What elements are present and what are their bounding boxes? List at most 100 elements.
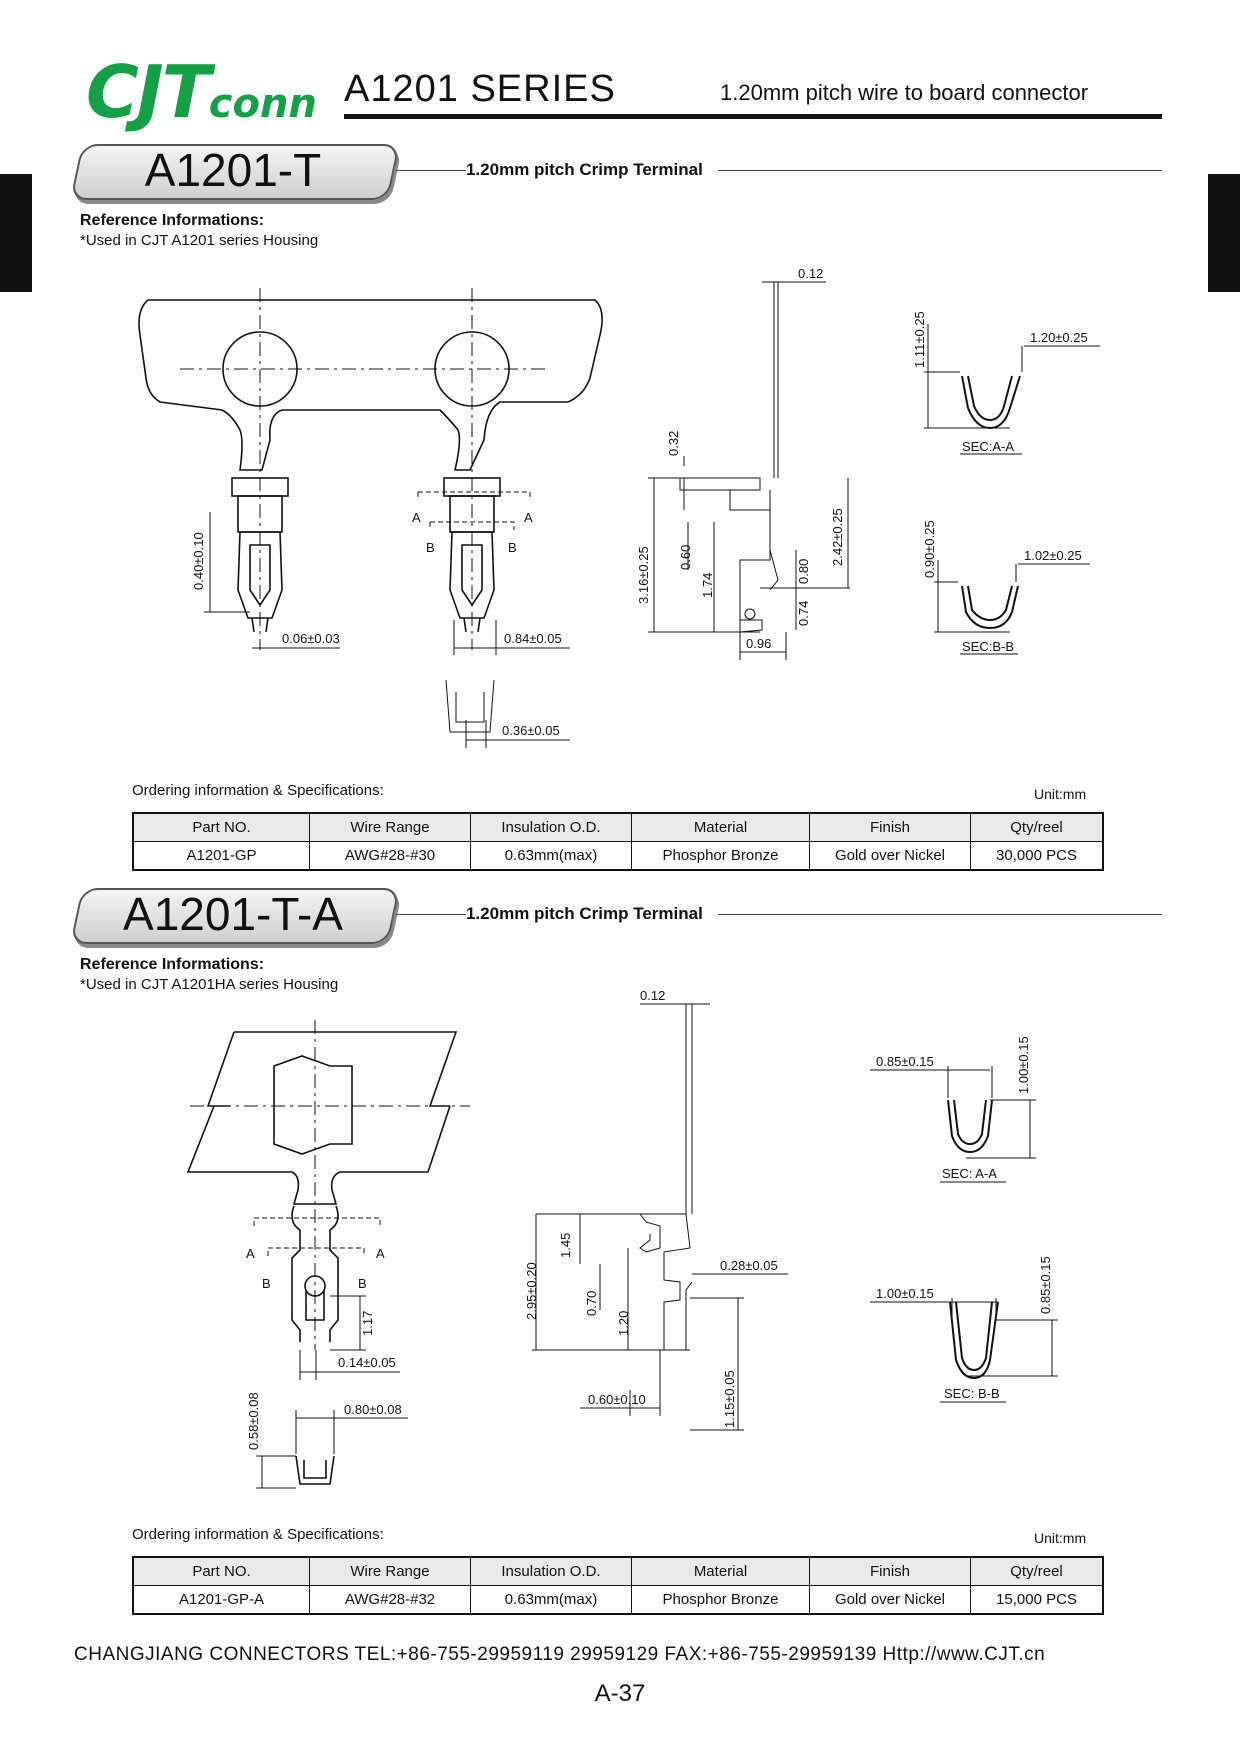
cut-label: B — [508, 540, 517, 555]
section2-drawing: 1.17 0.14±0.05 0.58±0.08 0.80±0.08 0.12 … — [186, 990, 1058, 1489]
section1-unit: Unit:mm — [1034, 786, 1087, 802]
page-number: A-37 — [594, 1680, 646, 1707]
dim-label: 1.45 — [558, 1233, 573, 1258]
cut-label: B — [426, 540, 435, 555]
dim-label: 0.60±0.10 — [588, 1392, 646, 1407]
header-rule — [344, 114, 1162, 119]
dim-label: 0.74 — [796, 601, 811, 626]
table-header-cell: Part NO. — [132, 812, 310, 842]
section1-ref-heading: Reference Informations: — [80, 212, 265, 229]
table-header-cell: Insulation O.D. — [470, 1556, 632, 1586]
dim-label: 0.12 — [798, 266, 823, 281]
table-cell: 15,000 PCS — [970, 1585, 1104, 1615]
dim-label: 0.40±0.10 — [191, 532, 206, 590]
logo-small-text: conn — [208, 81, 317, 127]
table-cell: 0.63mm(max) — [470, 1585, 632, 1615]
footer-contact: CHANGJIANG CONNECTORS TEL:+86-755-299591… — [74, 1644, 1046, 1665]
dim-label: 0.70 — [584, 1291, 599, 1316]
dim-label: 0.14±0.05 — [338, 1355, 396, 1370]
section2-ordering-label: Ordering information & Specifications: — [132, 1526, 384, 1543]
dim-label: 2.42±0.25 — [830, 508, 845, 566]
table-cell: A1201-GP-A — [132, 1585, 310, 1615]
table-cell: 30,000 PCS — [970, 841, 1104, 871]
cut-label: A — [524, 510, 533, 525]
series-title: A1201 SERIES — [344, 68, 616, 110]
table-row: A1201-GP AWG#28-#30 0.63mm(max) Phosphor… — [132, 841, 1104, 871]
table-cell: A1201-GP — [132, 841, 310, 871]
dim-label: 0.06±0.03 — [282, 631, 340, 646]
section1-description: 1.20mm pitch Crimp Terminal — [466, 160, 703, 179]
table-header-cell: Wire Range — [309, 812, 471, 842]
dim-label: 2.95±0.20 — [524, 1262, 539, 1320]
section1-ref-note: *Used in CJT A1201 series Housing — [80, 232, 319, 249]
logo-main-text: CJT — [86, 50, 211, 134]
table-cell: Gold over Nickel — [809, 1585, 971, 1615]
dim-label: 0.84±0.05 — [504, 631, 562, 646]
dim-label: 1.17 — [360, 1311, 375, 1336]
dim-label: 1.11±0.25 — [912, 311, 927, 368]
section2-unit: Unit:mm — [1034, 1530, 1087, 1546]
table-cell: AWG#28-#32 — [309, 1585, 471, 1615]
section-label: SEC: A-A — [942, 1166, 997, 1181]
right-edge-mark — [1208, 174, 1240, 292]
table-header-cell: Qty/reel — [970, 1556, 1104, 1586]
dim-label: 0.96 — [746, 636, 771, 651]
dim-label: 0.80 — [796, 559, 811, 584]
dim-label: 0.12 — [640, 990, 665, 1003]
table-cell: Phosphor Bronze — [631, 1585, 810, 1615]
section2-ref-heading: Reference Informations: — [80, 956, 265, 973]
table-cell: 0.63mm(max) — [470, 841, 632, 871]
cut-label: B — [358, 1276, 367, 1291]
dim-label: 0.32 — [666, 431, 681, 456]
company-logo: CJTconn — [86, 56, 317, 128]
table-cell: Phosphor Bronze — [631, 841, 810, 871]
dim-label: 0.90±0.25 — [922, 520, 937, 578]
table-header-cell: Qty/reel — [970, 812, 1104, 842]
table-header-cell: Part NO. — [132, 1556, 310, 1586]
table-header-cell: Material — [631, 812, 810, 842]
section1-rule-left — [396, 170, 466, 171]
dim-label: 1.00±0.15 — [876, 1286, 934, 1301]
table-cell: Gold over Nickel — [809, 841, 971, 871]
dim-label: 3.16±0.25 — [636, 546, 651, 604]
table-header-row: Part NO. Wire Range Insulation O.D. Mate… — [132, 812, 1104, 842]
dim-label: 1.02±0.25 — [1024, 548, 1082, 563]
left-edge-mark — [0, 174, 32, 292]
section2-spec-table: Part NO. Wire Range Insulation O.D. Mate… — [132, 1556, 1104, 1615]
table-cell: AWG#28-#30 — [309, 841, 471, 871]
dim-label: 0.80±0.08 — [344, 1402, 402, 1417]
table-header-cell: Material — [631, 1556, 810, 1586]
section-label: SEC:B-B — [962, 639, 1014, 654]
dim-label: 1.00±0.15 — [1016, 1036, 1031, 1094]
section2-description: 1.20mm pitch Crimp Terminal — [466, 904, 703, 923]
dim-label: 1.15±0.05 — [722, 1370, 737, 1428]
section1-title: A1201-T — [144, 144, 322, 196]
series-subtitle: 1.20mm pitch wire to board connector — [720, 80, 1089, 105]
table-row: A1201-GP-A AWG#28-#32 0.63mm(max) Phosph… — [132, 1585, 1104, 1615]
cut-label: B — [262, 1276, 271, 1291]
section-label: SEC:A-A — [962, 439, 1014, 454]
dim-label: 0.60 — [678, 545, 693, 570]
section2-rule-left — [396, 914, 466, 915]
dim-label: 0.85±0.15 — [1038, 1256, 1053, 1314]
dim-label: 1.20 — [616, 1311, 631, 1336]
section-label: SEC: B-B — [944, 1386, 1000, 1401]
dim-label: 0.28±0.05 — [720, 1258, 778, 1273]
table-header-cell: Insulation O.D. — [470, 812, 632, 842]
dim-label: 0.58±0.08 — [246, 1392, 261, 1450]
section2-rule-right — [718, 914, 1162, 915]
dim-label: 1.74 — [700, 573, 715, 598]
section1-ordering-label: Ordering information & Specifications: — [132, 782, 384, 799]
table-header-cell: Finish — [809, 812, 971, 842]
section2-ref-note: *Used in CJT A1201HA series Housing — [80, 976, 339, 993]
dim-label: 1.20±0.25 — [1030, 330, 1088, 345]
cut-label: A — [376, 1246, 385, 1261]
table-header-cell: Finish — [809, 1556, 971, 1586]
section2-title: A1201-T-A — [123, 888, 343, 940]
section1-spec-table: Part NO. Wire Range Insulation O.D. Mate… — [132, 812, 1104, 871]
section1-drawing: 0.40±0.10 0.06±0.03 0.84±0.05 0.36±0.05 … — [138, 266, 1100, 748]
cut-label: A — [412, 510, 421, 525]
dim-label: 0.36±0.05 — [502, 723, 560, 738]
cut-label: A — [246, 1246, 255, 1261]
table-header-row: Part NO. Wire Range Insulation O.D. Mate… — [132, 1556, 1104, 1586]
